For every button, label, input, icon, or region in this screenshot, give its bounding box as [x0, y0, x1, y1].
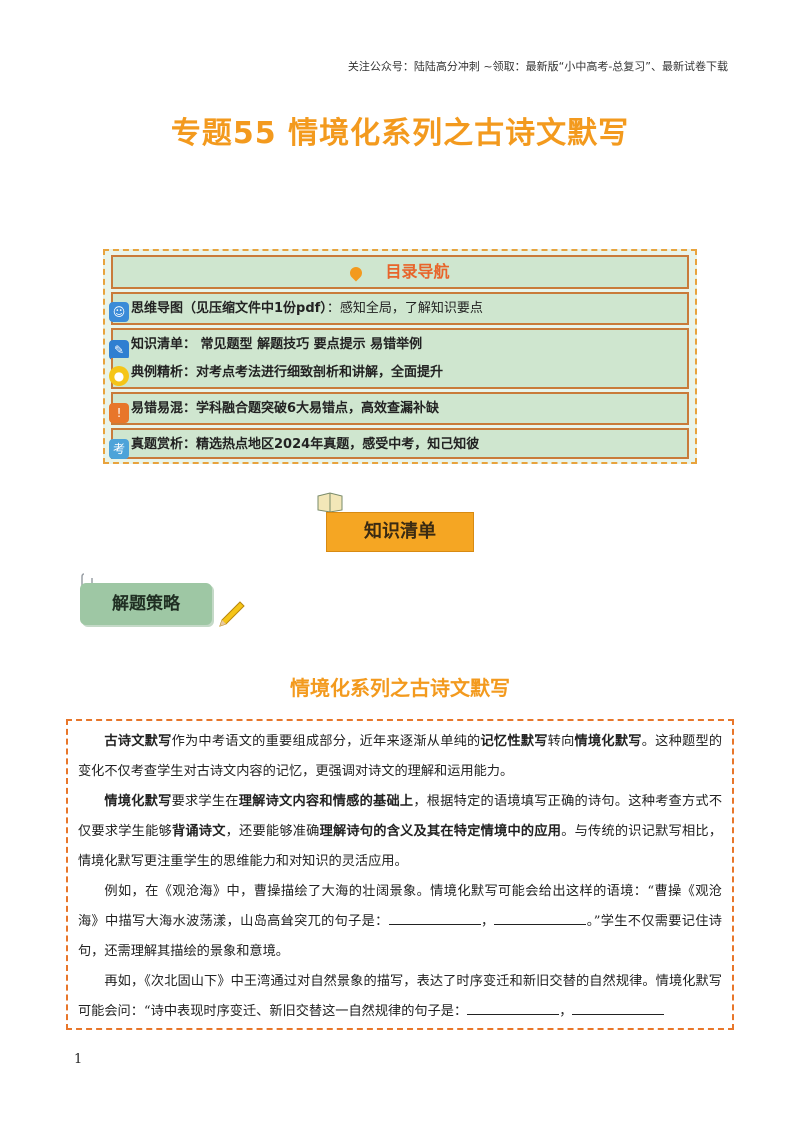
toc-item-desc: 常见题型 解题技巧 要点提示 易错举例 — [196, 337, 423, 352]
location-pin-icon — [347, 264, 365, 281]
toc-item-label: 真题赏析： — [131, 437, 197, 452]
paragraph-1: 古诗文默写作为中考语文的重要组成部分，近年来逐渐从单纯的记忆性默写转向情境化默写… — [78, 727, 722, 787]
toc-item-label: 思维导图（见压缩文件中1份pdf） — [131, 301, 327, 316]
toc-item-examples[interactable]: ● 典例精析：对考点考法进行细致剖析和讲解，全面提升 — [109, 358, 689, 389]
pencil-icon — [219, 601, 245, 627]
toc-item-label: 典例精析： — [131, 365, 197, 380]
text: 例如，在《观沧海》中，曹操描绘了大海的壮阔景象。情境化默写可能会给出这样的语境：… — [78, 884, 722, 929]
text: 。”学生不仅需要记住诗句，还需理解其描绘的景象和意境。 — [78, 914, 722, 959]
page-title: 专题55 情境化系列之古诗文默写 — [170, 116, 630, 151]
fill-blank[interactable] — [467, 1001, 560, 1015]
page-number: 1 — [74, 1052, 83, 1067]
text: ，还要能够准确 — [225, 824, 320, 839]
toc-item-knowledge[interactable]: ✎ 知识清单： 常见题型 解题技巧 要点提示 易错举例 — [109, 328, 689, 361]
toc-item-desc: 学科融合题突破6大易错点，高效查漏补缺 — [196, 401, 440, 416]
text: ， — [559, 1004, 573, 1019]
toc-item-mistakes[interactable]: ! 易错易混：学科融合题突破6大易错点，高效查漏补缺 — [109, 392, 689, 425]
toc-panel: 目录导航 ☺ 思维导图（见压缩文件中1份pdf）：感知全局，了解知识要点 ✎ 知… — [103, 249, 697, 464]
bold-term: 理解诗文内容和情感的基础上 — [238, 794, 414, 809]
text: ， — [480, 914, 495, 929]
pencil-icon: ✎ — [109, 340, 129, 360]
paragraph-4: 再如，《次北固山下》中王湾通过对自然景象的描写，表达了时序变迁和新旧交替的自然规… — [78, 967, 722, 1027]
toc-item-desc: ：感知全局，了解知识要点 — [326, 301, 483, 316]
head-icon: ☺ — [109, 302, 129, 322]
exam-icon: 考 — [109, 439, 129, 459]
section-banner-text: 知识清单 — [364, 521, 436, 542]
fill-blank[interactable] — [494, 911, 587, 925]
text: 再如，《次北固山下》中王湾通过对自然景象的描写，表达了时序变迁和新旧交替的自然规… — [78, 974, 722, 1019]
text: 要求学生在 — [171, 794, 239, 809]
text: ，根据特定的语境填写正确的诗句。这种考查方式不仅要求学生能够 — [78, 794, 723, 839]
paragraph-3: 例如，在《观沧海》中，曹操描绘了大海的壮阔景象。情境化默写可能会给出这样的语境：… — [78, 877, 722, 967]
strategy-tag-text: 解题策略 — [112, 594, 180, 614]
text: 。与传统的识记默写相比，情境化默写更注重学生的思维能力和对知识的灵活应用。 — [78, 824, 723, 869]
paragraph-2: 情境化默写要求学生在理解诗文内容和情感的基础上，根据特定的语境填写正确的诗句。这… — [78, 787, 722, 877]
text: 。这种题型的变化不仅考查学生对古诗文内容的记忆，更强调对诗文的理解和运用能力。 — [78, 734, 723, 779]
fill-blank[interactable] — [388, 911, 481, 925]
bold-term: 记忆性默写 — [480, 734, 548, 749]
section-banner: 知识清单 — [326, 512, 474, 552]
toc-item-desc: 精选热点地区2024年真题，感受中考，知己知彼 — [196, 437, 480, 452]
bulb-icon: ● — [109, 366, 129, 386]
text: 转向 — [547, 734, 575, 749]
header-note: 关注公众号：陆陆高分冲刺 ~领取：最新版“小中高考-总复习”、最新试卷下载 — [347, 60, 728, 73]
section-subtitle: 情境化系列之古诗文默写 — [290, 676, 510, 700]
bold-term: 背诵诗文 — [171, 824, 226, 839]
fill-blank[interactable] — [572, 1001, 665, 1015]
toc-item-desc: 对考点考法进行细致剖析和讲解，全面提升 — [196, 365, 444, 380]
bold-term: 理解诗句的含义及其在特定情境中的应用 — [319, 824, 562, 839]
toc-item-label: 易错易混： — [131, 401, 197, 416]
bold-term: 情境化默写 — [574, 734, 642, 749]
toc-heading: 目录导航 — [111, 255, 689, 289]
bold-term: 情境化默写 — [104, 794, 172, 809]
content-box: 古诗文默写作为中考语文的重要组成部分，近年来逐渐从单纯的记忆性默写转向情境化默写… — [66, 719, 734, 1030]
strategy-tag: 解题策略 — [80, 583, 212, 625]
toc-item-real-exams[interactable]: 考 真题赏析：精选热点地区2024年真题，感受中考，知己知彼 — [109, 428, 689, 459]
toc-item-label: 知识清单： — [131, 337, 197, 352]
bold-term: 古诗文默写 — [104, 734, 172, 749]
book-icon — [317, 492, 343, 513]
warning-icon: ! — [109, 403, 129, 423]
text: 作为中考语文的重要组成部分，近年来逐渐从单纯的 — [171, 734, 481, 749]
toc-item-mindmap[interactable]: ☺ 思维导图（见压缩文件中1份pdf）：感知全局，了解知识要点 — [109, 292, 689, 325]
toc-heading-text: 目录导航 — [385, 262, 450, 281]
